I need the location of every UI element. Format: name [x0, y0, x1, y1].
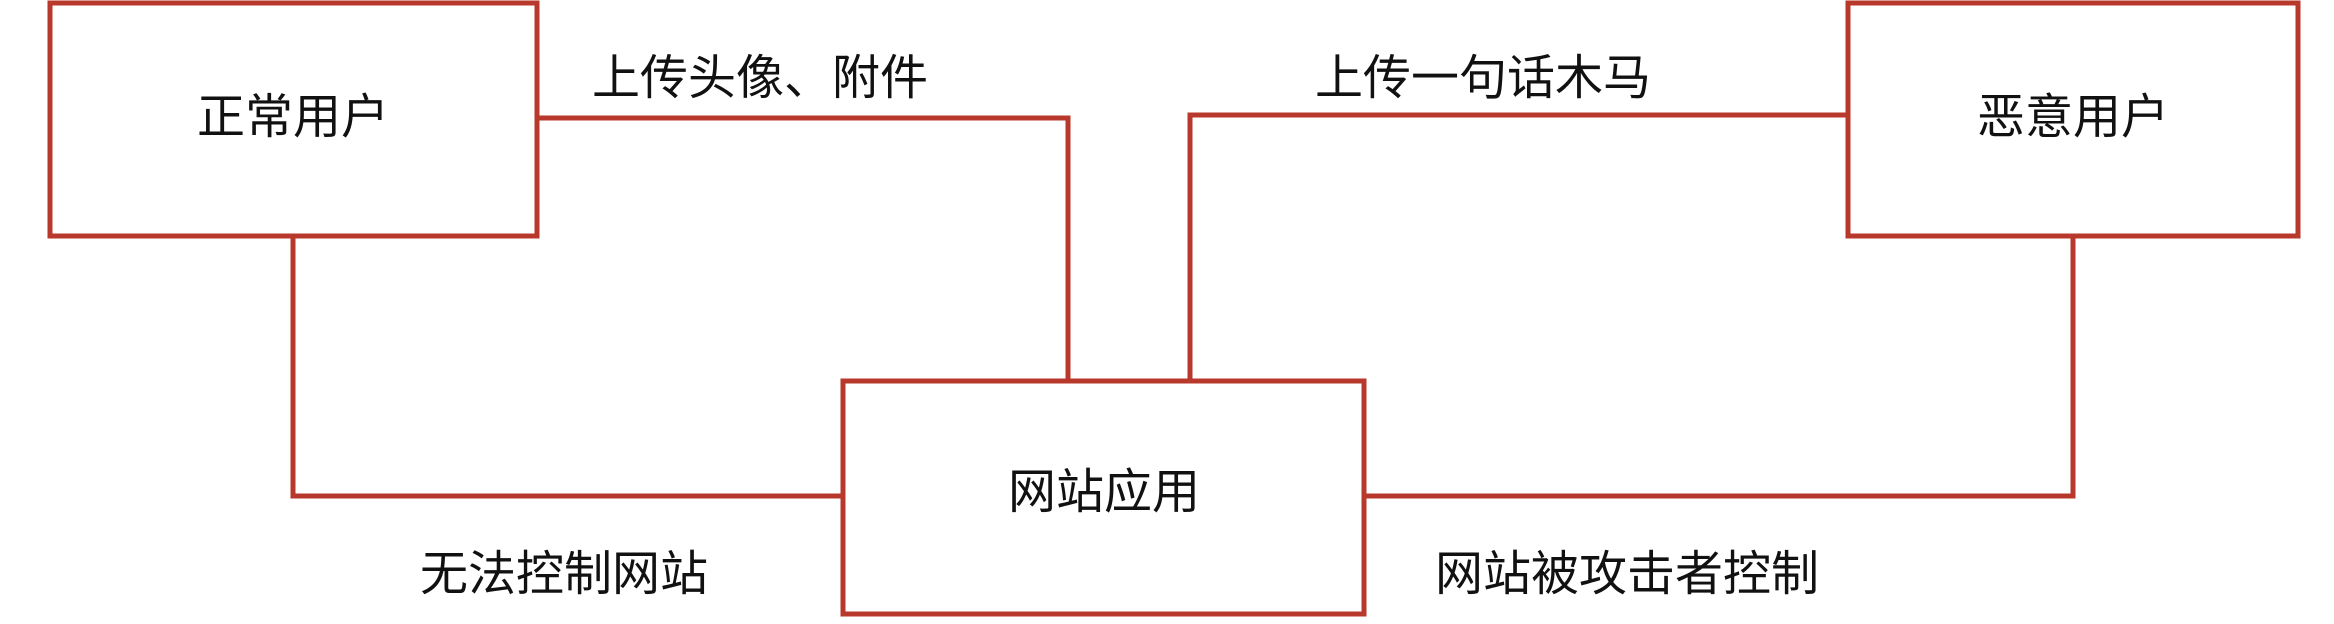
malicious-user-box [1845, 0, 2301, 239]
normal-result-label: 无法控制网站 [420, 546, 708, 602]
normal-user-label: 正常用户 [197, 89, 389, 145]
malicious-user-label: 恶意用户 [1977, 89, 2169, 145]
web-app-label: 网站应用 [1008, 464, 1200, 520]
malicious-result-label: 网站被攻击者控制 [1435, 546, 1819, 602]
malicious-upload-label: 上传一句话木马 [1315, 50, 1651, 106]
normal-upload-label: 上传头像、附件 [592, 50, 928, 106]
malicious-upload-connector [1187, 112, 1851, 382]
normal-user-box [47, 0, 540, 239]
web-app-box [840, 378, 1367, 617]
malicious-result-connector [1361, 233, 2076, 499]
normal-result-connector [290, 233, 846, 499]
normal-upload-connector [534, 115, 1071, 384]
